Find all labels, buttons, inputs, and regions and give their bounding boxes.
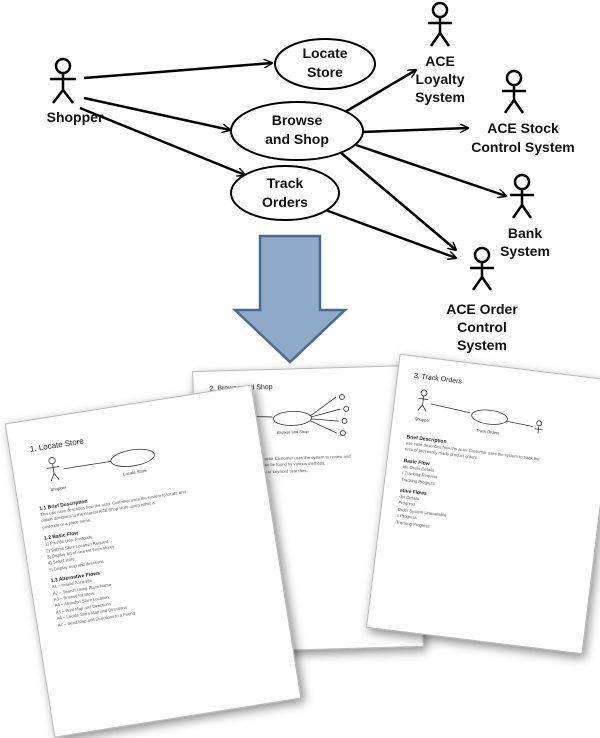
stick-figure-icon <box>50 59 76 103</box>
actor-bank-system: Bank System <box>500 175 550 259</box>
use-case-locate-store: Locate Store <box>275 39 375 89</box>
ace-loyalty-line2: Loyalty <box>415 71 464 87</box>
arrow-browse-to-stock <box>362 128 468 132</box>
document-page-locate-store: 1. Locate Store Shopper Locate Store 1.1… <box>5 384 302 737</box>
document-page-track-orders: 3. Track Orders Shopper Track Orders Bri… <box>366 354 600 655</box>
ace-stock-line2: Control System <box>471 139 574 155</box>
ace-order-line2: Control <box>457 319 507 335</box>
use-case-track-orders: Track Orders <box>231 166 339 220</box>
browse-shop-line1: Browse <box>272 112 323 128</box>
ace-stock-line1: ACE Stock <box>487 120 559 136</box>
arrow-shopper-to-locate-store <box>84 63 272 78</box>
stick-figure-icon <box>428 3 452 46</box>
locate-store-line2: Store <box>307 64 343 80</box>
track-orders-line1: Track <box>267 175 304 191</box>
locate-store-line1: Locate <box>302 45 347 61</box>
mini-usecase-label: Browse and Shop <box>277 429 309 435</box>
mini-actor-label: Shopper <box>415 416 431 423</box>
mini-actor-label: Shopper <box>50 485 67 493</box>
actor-ace-stock-control-system: ACE Stock Control System <box>471 71 574 155</box>
stick-figure-icon <box>510 175 534 218</box>
arrow-shopper-to-track-orders <box>80 108 245 175</box>
arrow-browse-to-order-control <box>340 152 456 250</box>
actor-ace-loyalty-system: ACE Loyalty System <box>415 3 465 105</box>
bank-line1: Bank <box>508 225 542 241</box>
bank-line2: System <box>500 243 550 259</box>
ace-order-line1: ACE Order <box>446 301 518 317</box>
stick-figure-icon <box>502 71 526 113</box>
actor-ace-order-control-system: ACE Order Control System <box>446 248 518 353</box>
arrow-shopper-to-browse-shop <box>84 98 230 130</box>
down-arrow-icon <box>235 236 345 362</box>
ace-loyalty-line1: ACE <box>425 53 455 69</box>
ace-order-line3: System <box>457 337 507 353</box>
mini-usecase-label: Locate Store <box>123 468 148 477</box>
use-case-browse-and-shop: Browse and Shop <box>231 102 363 160</box>
shopper-label: Shopper <box>47 109 104 125</box>
browse-shop-line2: and Shop <box>265 131 329 147</box>
ace-loyalty-line3: System <box>415 89 465 105</box>
stick-figure-icon <box>470 248 494 290</box>
mini-usecase-label: Track Orders <box>476 428 500 436</box>
actor-shopper: Shopper <box>47 59 104 125</box>
track-orders-line2: Orders <box>262 194 308 210</box>
